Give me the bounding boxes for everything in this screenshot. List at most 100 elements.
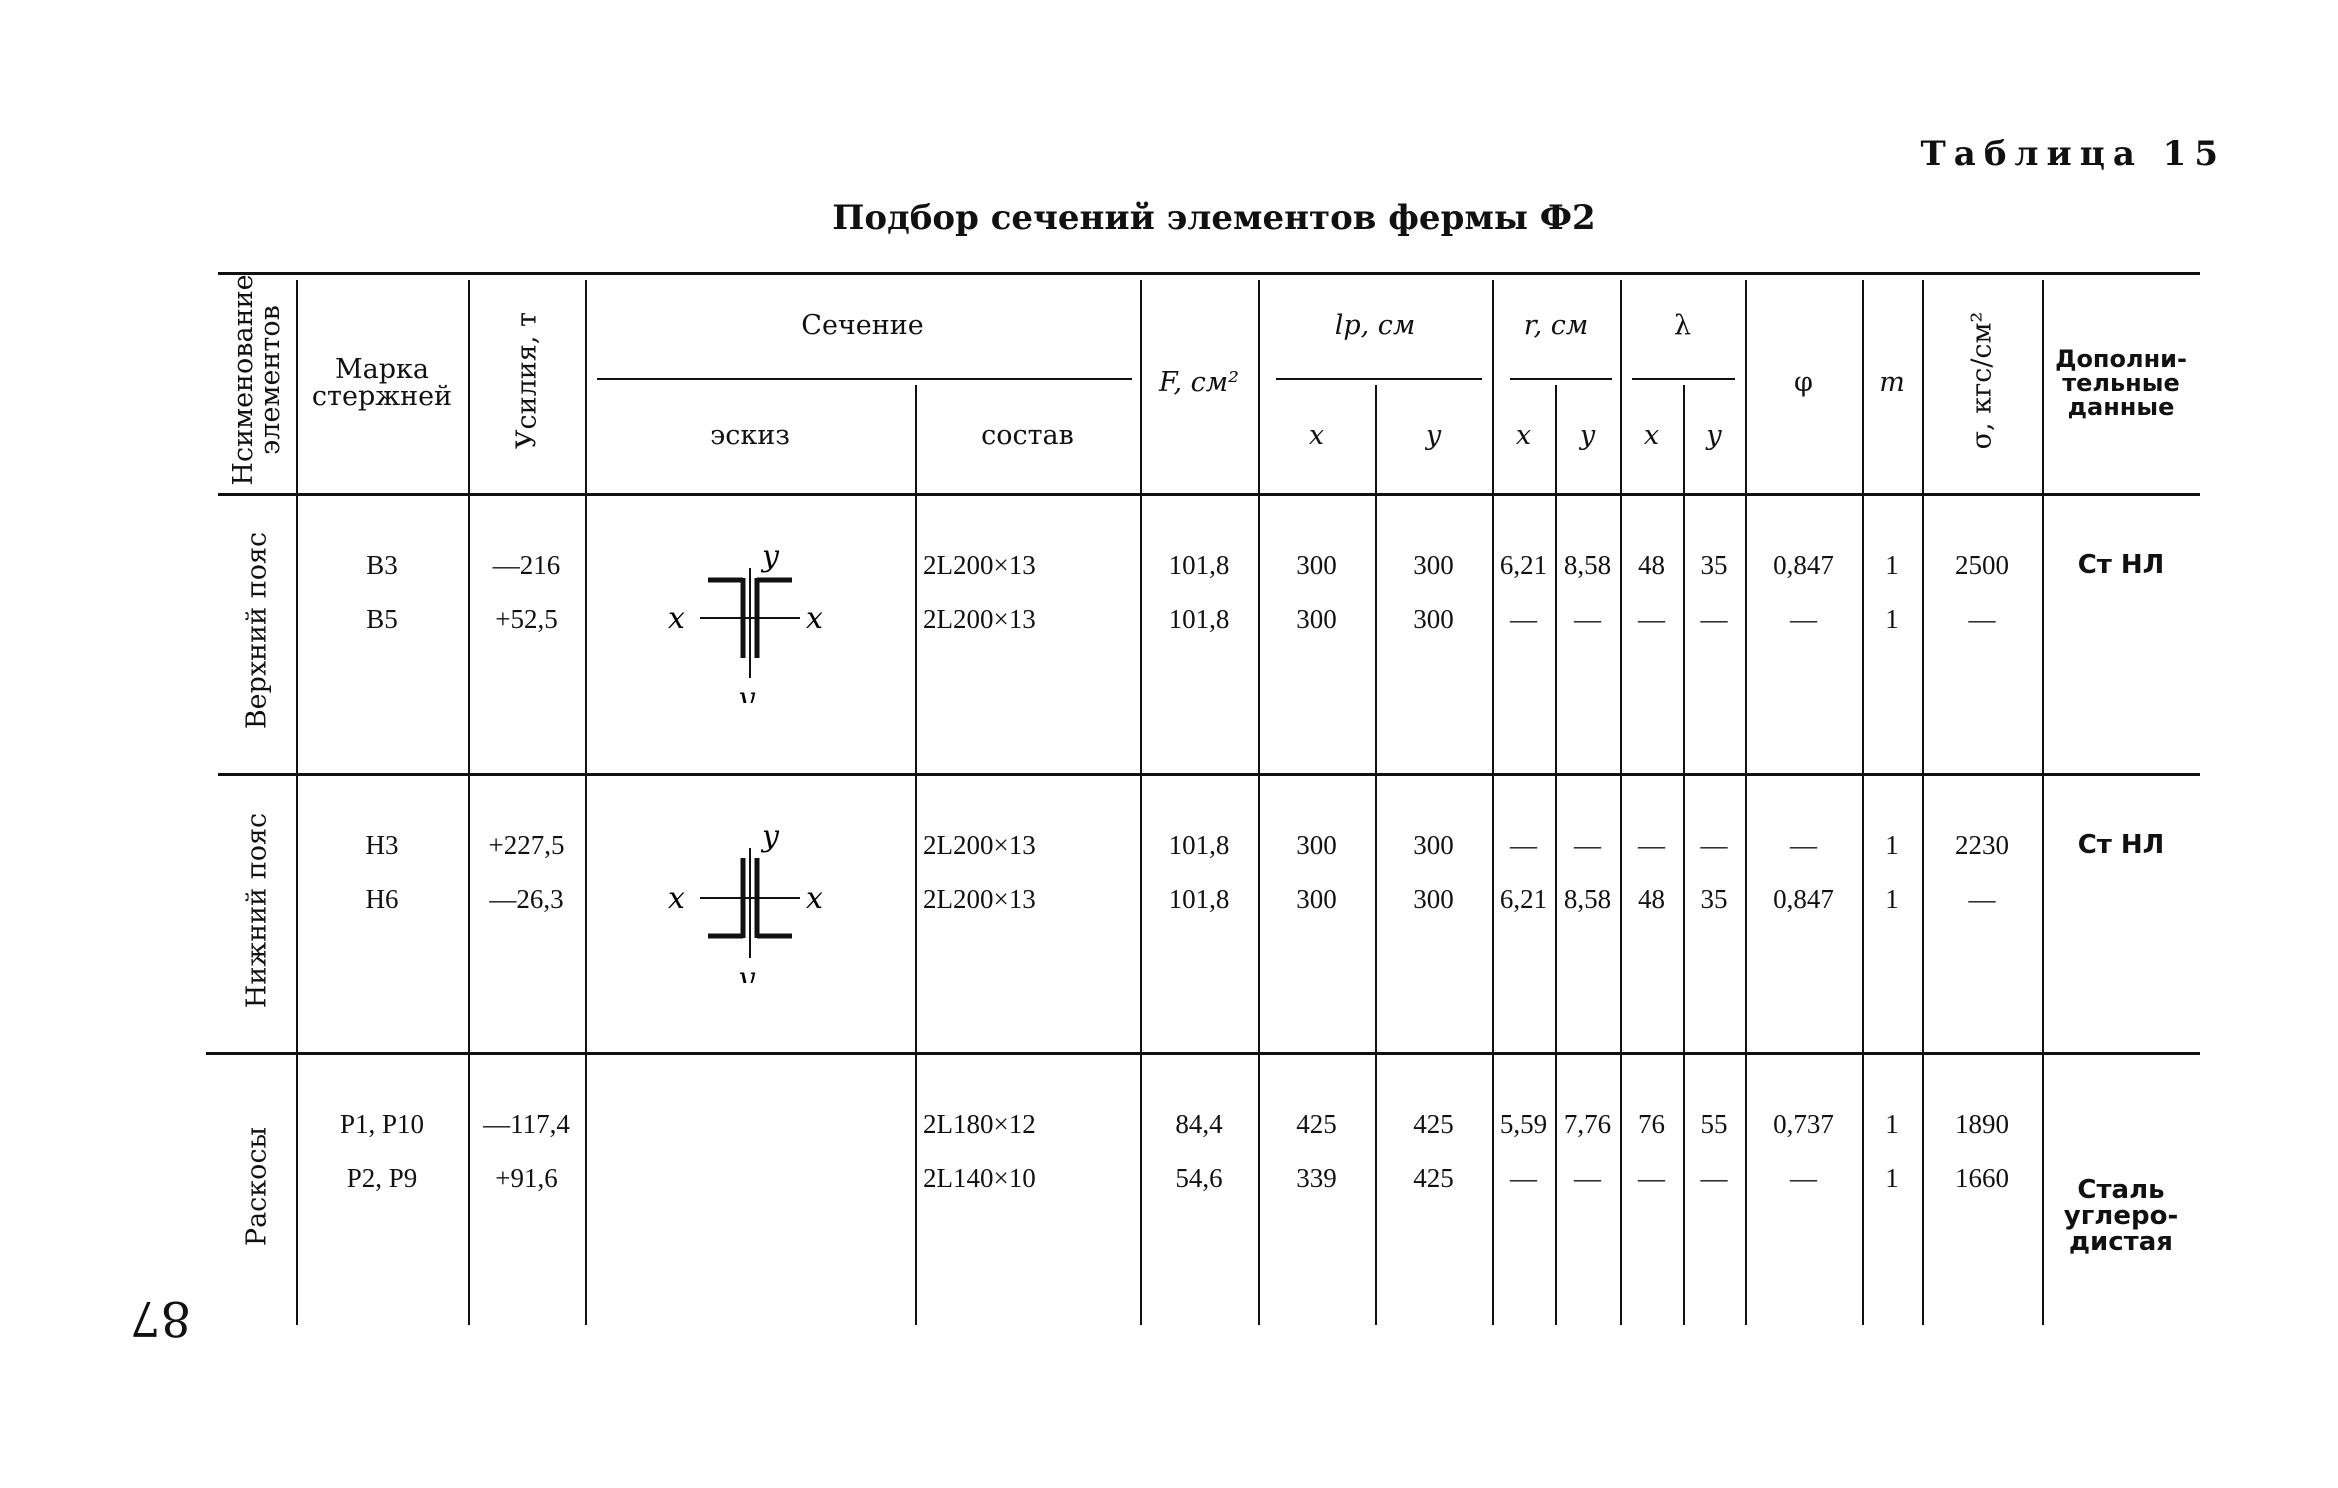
cell-sigma: — (1968, 883, 1996, 914)
cell-m: 1 (1885, 829, 1899, 860)
cell-mark: В5 (366, 603, 398, 634)
cell-sigma: — (1968, 603, 1996, 634)
cell-force: +91,6 (495, 1162, 558, 1193)
header-sigma: σ, кгс/см² (1966, 311, 1998, 449)
section-subheader-rule (597, 378, 1132, 380)
cell-m: 1 (1885, 883, 1899, 914)
cell-r-y: 8,58 (1563, 883, 1612, 914)
cell-lp-x: 300 (1296, 829, 1337, 860)
header-r-x: x (1515, 420, 1532, 451)
cell-lambda-x: — (1638, 1162, 1665, 1193)
cell-lambda-x: 48 (1638, 549, 1665, 580)
page-number: 87 (130, 1290, 192, 1346)
cell-composition: 2L200×13 (923, 883, 1036, 914)
column-rule (468, 280, 470, 1325)
header-section: Сечение (801, 309, 924, 341)
cell-m: 1 (1885, 1162, 1899, 1193)
cell-lp-y: 300 (1413, 549, 1454, 580)
cell-lp-x: 300 (1296, 883, 1337, 914)
cell-force: +227,5 (488, 829, 565, 860)
header-lambda: λ (1673, 309, 1692, 341)
group-name: Верхний пояс (241, 531, 273, 730)
cell-composition: 2L200×13 (923, 549, 1036, 580)
cell-lambda-y: 35 (1700, 883, 1728, 914)
cell-r-y: — (1574, 829, 1601, 860)
header-sketch: эскиз (710, 420, 790, 451)
header-force: Усилия, т (511, 311, 542, 449)
cell-lambda-y: 35 (1700, 549, 1728, 580)
cell-r-x: — (1510, 603, 1537, 634)
header-mark: Марка стержней (311, 353, 453, 412)
cell-extra: Ст НЛ (2077, 830, 2165, 860)
cell-area: 84,4 (1175, 1108, 1223, 1139)
cell-lambda-x: — (1638, 829, 1665, 860)
column-rule (2042, 280, 2044, 1325)
cell-force: —26,3 (489, 883, 564, 914)
cell-lambda-y: — (1700, 1162, 1728, 1193)
group-name: Раскосы (241, 1126, 273, 1246)
header-lp-y: y (1425, 420, 1442, 451)
cell-m: 1 (1885, 603, 1899, 634)
cell-sigma: 1660 (1955, 1162, 2009, 1193)
cell-mark: Н3 (365, 829, 399, 860)
header-r-y: y (1579, 420, 1596, 451)
cell-force: —216 (492, 549, 561, 580)
cell-phi: 0,847 (1773, 549, 1834, 580)
column-rule (1745, 280, 1747, 1325)
group-name: Нижний пояс (241, 812, 273, 1008)
header-r: r, см (1523, 309, 1589, 341)
cell-mark: Р1, Р10 (339, 1108, 425, 1139)
cell-sigma: 2500 (1955, 549, 2009, 580)
cell-r-y: — (1574, 603, 1601, 634)
cell-composition: 2L180×12 (923, 1108, 1036, 1139)
svg-text:x: x (806, 881, 823, 916)
header-extra: Дополни-тельные данные (2055, 344, 2187, 421)
cell-m: 1 (1885, 549, 1899, 580)
column-rule (1620, 280, 1622, 1325)
cell-lp-y: 300 (1413, 603, 1454, 634)
cell-r-y: — (1574, 1162, 1601, 1193)
header-lambda-y: y (1706, 420, 1722, 451)
cell-lp-y: 425 (1413, 1108, 1454, 1139)
header-lambda-x: x (1643, 420, 1660, 451)
svg-text:y: y (760, 819, 780, 854)
cell-lambda-y: — (1700, 603, 1728, 634)
cell-r-y: 8,58 (1563, 549, 1612, 580)
cell-phi: 0,847 (1773, 883, 1834, 914)
cell-force: +52,5 (495, 603, 558, 634)
cell-area: 101,8 (1168, 549, 1230, 580)
cell-m: 1 (1885, 1108, 1899, 1139)
lambda-subheader-rule (1632, 378, 1735, 380)
cell-lp-y: 425 (1413, 1162, 1454, 1193)
column-rule (1922, 280, 1924, 1325)
cell-lp-y: 300 (1413, 829, 1454, 860)
cell-lp-x: 300 (1296, 549, 1337, 580)
cell-area: 54,6 (1175, 1162, 1223, 1193)
header-phi: φ (1794, 367, 1813, 398)
cell-lp-y: 300 (1413, 883, 1454, 914)
group-rule (218, 773, 2200, 776)
cell-area: 101,8 (1168, 603, 1230, 634)
cell-mark: Н6 (365, 883, 399, 914)
cell-r-x: 6,21 (1499, 883, 1548, 914)
column-rule (1140, 280, 1142, 1325)
column-rule (1555, 385, 1557, 1325)
svg-text:y: y (760, 539, 780, 574)
cell-lambda-x: 76 (1638, 1108, 1665, 1139)
column-rule (1375, 385, 1377, 1325)
header-bottom-rule (218, 493, 2200, 496)
header-lp: lр, см (1334, 309, 1416, 341)
svg-text:x: x (668, 881, 685, 916)
cell-phi: — (1790, 829, 1817, 860)
cell-lambda-x: 48 (1638, 883, 1665, 914)
column-rule (1258, 280, 1260, 1325)
cell-r-x: — (1510, 1162, 1537, 1193)
cell-lambda-x: — (1638, 603, 1665, 634)
cell-r-y: 7,76 (1563, 1108, 1612, 1139)
column-rule (1862, 280, 1864, 1325)
group-rule (206, 1052, 2200, 1055)
svg-text:y: y (736, 681, 756, 703)
svg-text:x: x (668, 601, 685, 636)
